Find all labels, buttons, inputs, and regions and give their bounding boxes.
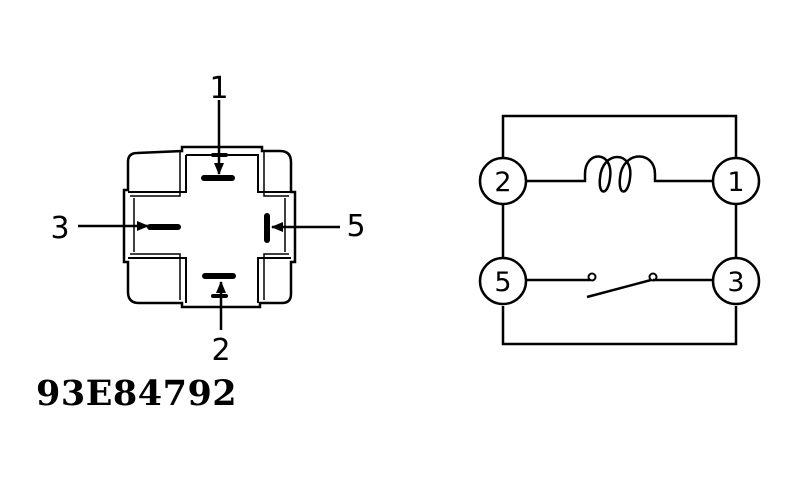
node-bottom-right (711, 256, 761, 306)
switch-contact-right (648, 272, 658, 282)
housing-outer (122, 145, 297, 309)
pin-label-top: 1 (209, 71, 228, 106)
coil-wire-right (653, 174, 712, 183)
pin-label-left: 3 (50, 211, 69, 246)
switch-contact-left (587, 272, 597, 282)
frame-bottom (501, 306, 738, 346)
pin-terminals (147, 153, 270, 298)
housing-inner (128, 154, 291, 303)
node-label-top-left: 2 (494, 167, 511, 198)
schematic-nodes (478, 156, 761, 306)
housing-inner-2 (130, 151, 289, 300)
relay-pinout (122, 145, 297, 309)
frame-top (501, 114, 738, 158)
node-top-left (478, 156, 528, 206)
pin-label-bottom: 2 (211, 333, 230, 368)
node-label-top-right: 1 (727, 167, 744, 198)
coil (583, 155, 657, 193)
relay-schematic (501, 114, 738, 346)
coil-wire-left (527, 174, 587, 183)
pin-label-right: 5 (346, 209, 365, 244)
pin-leaders (78, 100, 340, 330)
node-label-bottom-left: 5 (494, 267, 511, 298)
node-label-bottom-right: 3 (727, 267, 744, 298)
figure-code: 93E84792 (36, 373, 238, 414)
node-top-right (711, 156, 761, 206)
node-bottom-left (478, 256, 528, 306)
switch-blade (586, 278, 652, 299)
